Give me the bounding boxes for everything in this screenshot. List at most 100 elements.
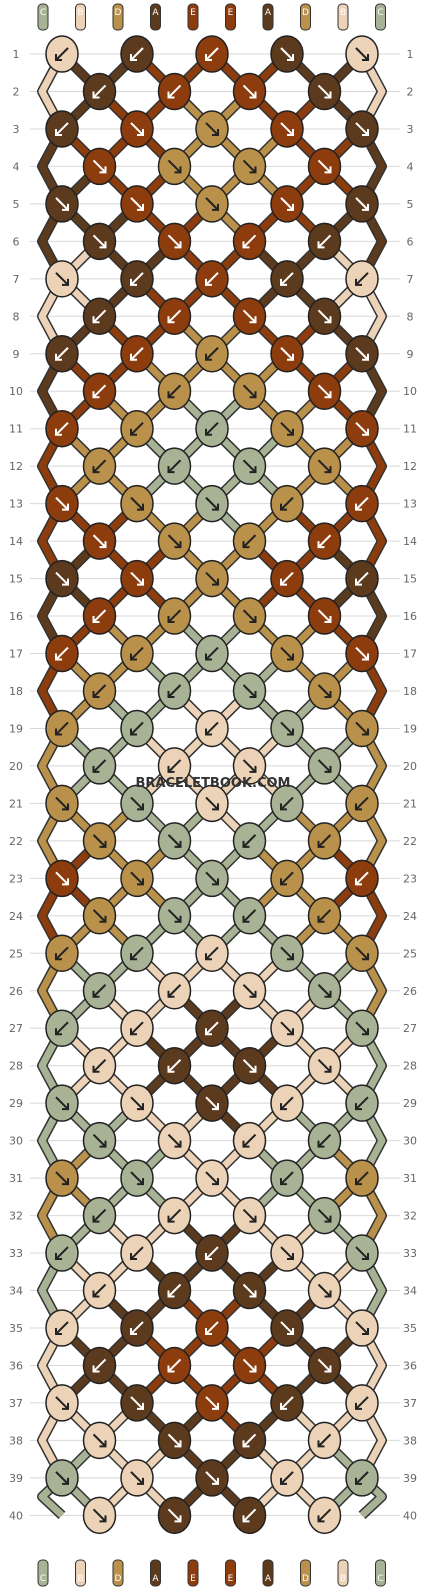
knot-arrow [167, 1358, 182, 1373]
knot-arrowhead [355, 1103, 362, 1111]
row-number-left: 5 [13, 198, 20, 211]
knot [157, 1046, 192, 1085]
knot-arrow [130, 272, 144, 286]
knot-arrow [317, 309, 332, 323]
knot-arrow [317, 1283, 332, 1298]
knot-arrow [55, 721, 69, 736]
knot [157, 897, 192, 935]
row-number-left: 38 [9, 1434, 23, 1447]
knot-arrow [355, 721, 369, 736]
row-number-right: 39 [403, 1472, 417, 1485]
knot [345, 185, 379, 223]
top-thread-label: C [40, 8, 46, 18]
knot [232, 972, 267, 1010]
knot-arrowhead [362, 1327, 369, 1335]
knot-arrowhead [324, 91, 332, 99]
knot [45, 1084, 79, 1122]
knot [232, 372, 267, 410]
knot-arrow [242, 759, 257, 773]
knot [82, 1046, 117, 1085]
top-thread-tab [225, 3, 236, 31]
knot [270, 1159, 304, 1197]
knot-arrowhead [324, 1215, 332, 1223]
knot [270, 1384, 304, 1422]
knot-arrowhead [242, 1515, 250, 1523]
knot [195, 110, 229, 148]
knot-arrow [167, 234, 182, 249]
knot-arrowhead [324, 1065, 332, 1073]
top-thread-label: D [302, 8, 309, 18]
knot [270, 559, 304, 598]
knot [307, 822, 342, 860]
knot [45, 709, 79, 748]
row-number-right: 16 [403, 610, 417, 623]
knot-arrowhead [174, 1140, 182, 1148]
knot-arrow [317, 909, 332, 923]
knot [232, 72, 267, 111]
knot [82, 897, 117, 935]
knot [120, 1459, 154, 1497]
knot [270, 934, 304, 973]
knot-arrowhead [212, 203, 219, 211]
row-number-left: 3 [13, 123, 20, 136]
knot-arrow [242, 1133, 257, 1148]
knot [270, 1309, 304, 1347]
knot [82, 147, 117, 186]
knot [307, 222, 342, 261]
knot-arrow [92, 1058, 107, 1073]
knot-arrow [55, 496, 69, 511]
knot-arrow [130, 646, 144, 661]
row-number-right: 19 [403, 722, 417, 735]
knot-arrow [242, 234, 257, 249]
knot [45, 35, 79, 73]
knot [195, 559, 229, 598]
knot [195, 1459, 229, 1497]
row-number-right: 10 [403, 385, 417, 398]
knot-arrow [130, 1396, 144, 1410]
knot-arrowhead [167, 990, 175, 998]
knot-arrow [92, 834, 107, 848]
knot-arrow [130, 347, 144, 361]
knot-arrowhead [287, 953, 294, 961]
row-number-right: 23 [403, 872, 417, 885]
knot [232, 1346, 267, 1385]
knot-arrow [55, 871, 69, 886]
row-number-left: 13 [9, 498, 23, 511]
knot [82, 72, 117, 111]
knot [232, 447, 267, 485]
bottom-thread-label: E [228, 1574, 234, 1584]
knot-arrowhead [355, 278, 362, 286]
knot-arrowhead [280, 1477, 287, 1485]
knot-arrowhead [130, 428, 137, 436]
knot-arrow [167, 84, 182, 99]
knot [120, 1309, 154, 1347]
knot-arrow [355, 272, 369, 286]
knot [82, 597, 117, 635]
knot-arrowhead [205, 1253, 212, 1261]
knot [232, 222, 267, 261]
knot-arrowhead [317, 915, 325, 923]
knot-arrow [242, 1283, 257, 1298]
knot-arrowhead [287, 353, 294, 361]
knot-arrow [55, 197, 69, 211]
knot-arrowhead [174, 166, 182, 174]
knot-arrowhead [242, 1440, 250, 1448]
knot [307, 1421, 342, 1460]
knot [120, 1234, 154, 1272]
top-thread-label: D [115, 8, 122, 18]
row-number-right: 17 [403, 648, 417, 661]
knot-arrowhead [92, 616, 100, 624]
row-number-left: 2 [13, 85, 20, 98]
knot [345, 634, 379, 673]
knot [82, 522, 117, 560]
knot-arrow [280, 1321, 294, 1335]
knot-arrow [242, 1208, 257, 1223]
knot-arrowhead [249, 1365, 257, 1373]
knot-arrowhead [249, 466, 257, 474]
knot-arrow [317, 1208, 332, 1223]
knot [232, 672, 267, 710]
knot-arrow [280, 571, 294, 586]
knot-arrowhead [130, 54, 137, 61]
knot [157, 447, 192, 485]
